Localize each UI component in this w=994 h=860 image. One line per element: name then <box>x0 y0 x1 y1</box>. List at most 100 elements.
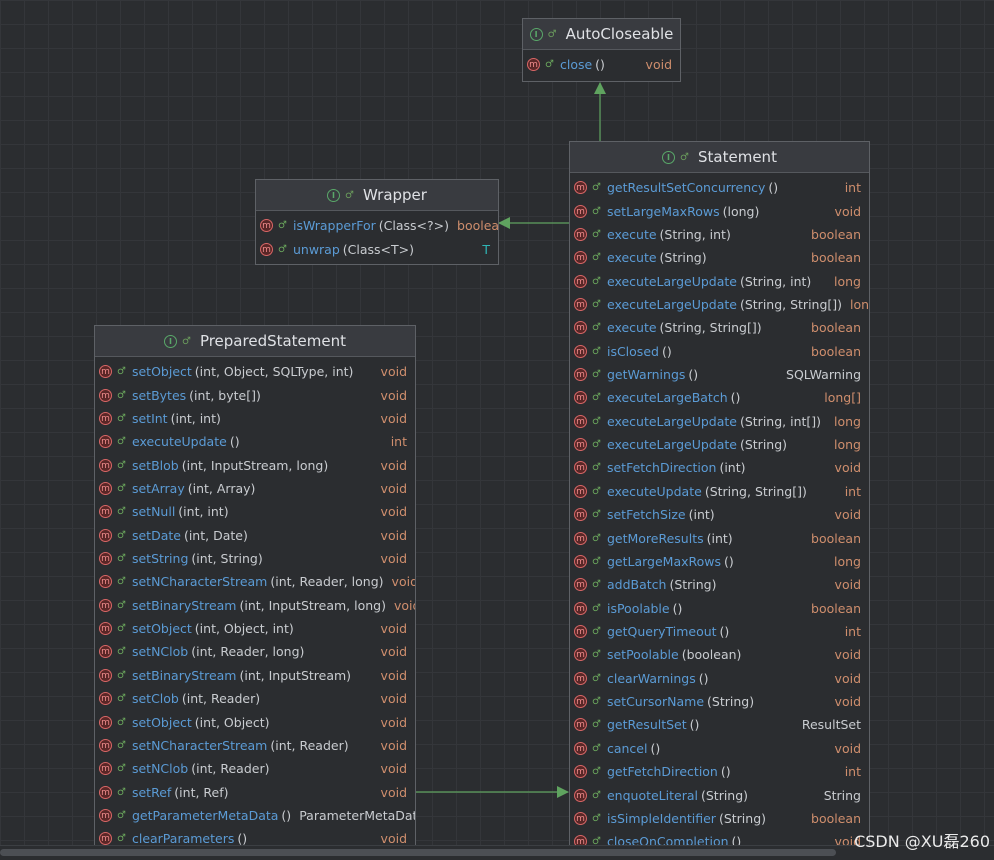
method-icon: m <box>574 508 587 522</box>
method-row[interactable]: m♂getParameterMetaData()ParameterMetaDat… <box>95 804 415 827</box>
public-visibility-icon: ♂ <box>592 509 601 521</box>
method-row[interactable]: m♂setObject(int, Object)void <box>95 710 415 733</box>
method-params: (String) <box>718 810 767 826</box>
method-name: setNClob <box>131 644 189 660</box>
method-row[interactable]: m♂setFetchSize(int)void <box>570 503 869 526</box>
method-icon: m <box>99 481 112 495</box>
class-box-preparedstatement[interactable]: I ♂ PreparedStatement m♂setObject(int, O… <box>94 325 416 860</box>
method-params: (int) <box>719 460 746 476</box>
method-params: (Class<?>) <box>378 218 450 234</box>
method-row[interactable]: m♂isSimpleIdentifier(String)boolean <box>570 807 869 830</box>
public-visibility-icon: ♂ <box>592 626 601 637</box>
method-row[interactable]: m♂setBlob(int, InputStream, long)void <box>95 453 415 476</box>
method-row[interactable]: m♂setNull(int, int)void <box>95 500 415 523</box>
class-box-statement[interactable]: I ♂ Statement m♂getResultSetConcurrency(… <box>569 141 870 860</box>
public-visibility-icon: ♂ <box>117 716 126 728</box>
class-box-wrapper[interactable]: I ♂ Wrapper m♂isWrapperFor(Class<?>)bool… <box>255 179 499 265</box>
method-return-type: boolean <box>811 320 861 336</box>
method-row[interactable]: m♂setBytes(int, byte[])void <box>95 383 415 406</box>
method-row[interactable]: m♂setInt(int, int)void <box>95 407 415 430</box>
method-row[interactable]: m♂executeLargeUpdate(String, String[])lo… <box>570 293 869 316</box>
method-return-type: void <box>645 57 672 73</box>
method-row[interactable]: m♂enquoteLiteral(String)String <box>570 783 869 806</box>
method-row[interactable]: m♂isClosed()boolean <box>570 340 869 363</box>
public-visibility-icon: ♂ <box>117 599 126 611</box>
method-row[interactable]: m♂close()void <box>523 53 680 76</box>
method-row[interactable]: m♂getWarnings()SQLWarning <box>570 363 869 386</box>
method-icon: m <box>527 58 540 72</box>
public-visibility-icon: ♂ <box>592 649 601 661</box>
public-visibility-icon: ♂ <box>117 553 126 565</box>
method-row[interactable]: m♂setObject(int, Object, SQLType, int)vo… <box>95 360 415 383</box>
method-return-type: int <box>390 434 407 450</box>
method-row[interactable]: m♂setBinaryStream(int, InputStream, long… <box>95 594 415 617</box>
method-icon: m <box>99 552 112 566</box>
method-params: () <box>724 553 734 569</box>
interface-icon: I <box>327 188 341 202</box>
method-row[interactable]: m♂getQueryTimeout()int <box>570 620 869 643</box>
method-row[interactable]: m♂setDate(int, Date)void <box>95 524 415 547</box>
method-row[interactable]: m♂executeLargeBatch()long[] <box>570 386 869 409</box>
method-row[interactable]: m♂execute(String, String[])boolean <box>570 316 869 339</box>
method-row[interactable]: m♂executeLargeUpdate(String, int[])long <box>570 410 869 433</box>
method-params: () <box>595 57 605 73</box>
horizontal-scrollbar[interactable] <box>0 845 994 860</box>
method-row[interactable]: m♂setString(int, String)void <box>95 547 415 570</box>
method-row[interactable]: m♂setRef(int, Ref)void <box>95 780 415 803</box>
method-row[interactable]: m♂clearWarnings()void <box>570 667 869 690</box>
scrollbar-thumb[interactable] <box>0 849 836 856</box>
method-row[interactable]: m♂setClob(int, Reader)void <box>95 687 415 710</box>
method-row[interactable]: m♂getResultSetConcurrency()int <box>570 176 869 199</box>
method-icon: m <box>574 391 587 405</box>
method-row[interactable]: m♂unwrap(Class<T>)T <box>256 237 498 260</box>
method-row[interactable]: m♂setNCharacterStream(int, Reader)void <box>95 734 415 757</box>
method-row[interactable]: m♂execute(String)boolean <box>570 246 869 269</box>
method-icon: m <box>574 765 587 779</box>
method-row[interactable]: m♂executeLargeUpdate(String, int)long <box>570 269 869 292</box>
method-name: executeLargeBatch <box>606 390 728 406</box>
method-row[interactable]: m♂getFetchDirection()int <box>570 760 869 783</box>
method-row[interactable]: m♂setBinaryStream(int, InputStream)void <box>95 664 415 687</box>
method-row[interactable]: m♂setNClob(int, Reader, long)void <box>95 640 415 663</box>
method-return-type: boolean <box>457 218 499 234</box>
method-row[interactable]: m♂setNCharacterStream(int, Reader, long)… <box>95 570 415 593</box>
method-row[interactable]: m♂addBatch(String)void <box>570 573 869 596</box>
method-params: (int, InputStream) <box>239 667 352 683</box>
method-icon: m <box>574 344 587 358</box>
method-return-type: void <box>834 507 861 523</box>
method-row[interactable]: m♂setFetchDirection(int)void <box>570 456 869 479</box>
method-params: (int, Object, int) <box>194 621 294 637</box>
public-visibility-icon: ♂ <box>592 228 601 240</box>
method-name: setBinaryStream <box>131 667 237 683</box>
method-row[interactable]: m♂setArray(int, Array)void <box>95 477 415 500</box>
method-name: isPoolable <box>606 600 670 616</box>
method-name: setInt <box>131 410 168 426</box>
method-params: (String, int[]) <box>739 413 822 429</box>
method-row[interactable]: m♂cancel()void <box>570 737 869 760</box>
public-visibility-icon: ♂ <box>117 646 126 658</box>
method-row[interactable]: m♂executeLargeUpdate(String)long <box>570 433 869 456</box>
method-row[interactable]: m♂executeUpdate()int <box>95 430 415 453</box>
class-box-autocloseable[interactable]: I ♂ AutoCloseable m♂close()void <box>522 18 681 82</box>
method-row[interactable]: m♂setPoolable(boolean)void <box>570 643 869 666</box>
method-row[interactable]: m♂getResultSet()ResultSet <box>570 713 869 736</box>
method-row[interactable]: m♂getMoreResults(int)boolean <box>570 526 869 549</box>
method-return-type: void <box>834 647 861 663</box>
method-row[interactable]: m♂getLargeMaxRows()long <box>570 550 869 573</box>
method-return-type: void <box>380 667 407 683</box>
method-row[interactable]: m♂isPoolable()boolean <box>570 596 869 619</box>
method-row[interactable]: m♂setNClob(int, Reader)void <box>95 757 415 780</box>
method-icon: m <box>99 435 112 449</box>
public-visibility-icon: ♂ <box>117 763 126 775</box>
method-row[interactable]: m♂setObject(int, Object, int)void <box>95 617 415 640</box>
method-row[interactable]: m♂isWrapperFor(Class<?>)boolean <box>256 214 498 237</box>
method-name: executeLargeUpdate <box>606 273 737 289</box>
method-row[interactable]: m♂execute(String, int)boolean <box>570 223 869 246</box>
class-name: Wrapper <box>363 186 427 204</box>
public-visibility-icon: ♂ <box>117 506 126 518</box>
method-row[interactable]: m♂clearParameters()void <box>95 827 415 850</box>
method-row[interactable]: m♂setCursorName(String)void <box>570 690 869 713</box>
method-row[interactable]: m♂setLargeMaxRows(long)void <box>570 199 869 222</box>
method-row[interactable]: m♂executeUpdate(String, String[])int <box>570 480 869 503</box>
method-params: (int, Ref) <box>174 784 229 800</box>
